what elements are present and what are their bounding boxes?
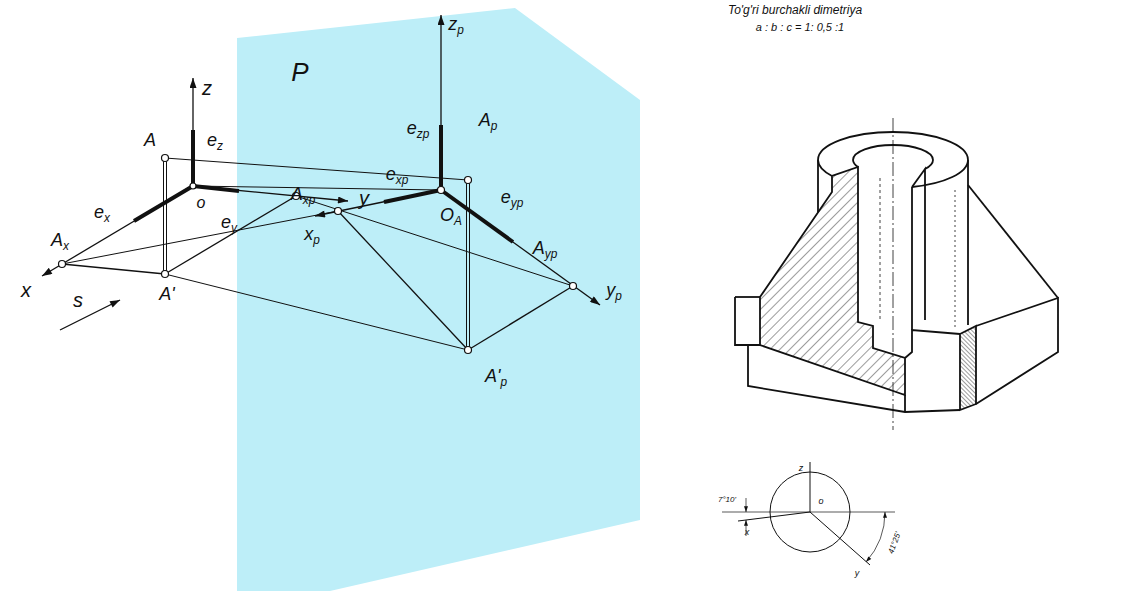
axis-name: x	[745, 528, 750, 537]
letter: x	[304, 224, 313, 244]
letter: y	[606, 280, 615, 300]
axes-original	[42, 78, 348, 330]
point-name: A	[144, 131, 156, 149]
point-name: Ayp	[533, 239, 558, 257]
point-name: A'	[159, 285, 174, 303]
letter: e	[501, 187, 511, 207]
unit-vector: ey	[221, 213, 237, 231]
point-name: A'p	[485, 367, 507, 385]
subscript: p	[457, 23, 464, 37]
subscript: xp	[396, 173, 409, 187]
letter: A	[479, 110, 491, 130]
unit-vector: exp	[386, 165, 409, 183]
origin-name: o	[818, 497, 823, 506]
letter: e	[407, 118, 417, 138]
letter: e	[386, 164, 396, 184]
dimetric-part	[735, 118, 1058, 430]
angle-dimension: 7°10'	[718, 496, 736, 504]
dimetric-axes-scheme	[722, 462, 895, 565]
unit-vector: eyp	[501, 188, 524, 206]
letter: z	[448, 14, 457, 34]
axis-name: zp	[448, 15, 464, 33]
unit-vector: ez	[207, 131, 223, 149]
axis-name: z	[799, 464, 804, 473]
subscript: z	[217, 139, 223, 153]
subscript: xp	[303, 193, 316, 207]
subscript: p	[500, 375, 507, 389]
axes-projected	[315, 15, 600, 350]
subscript: zp	[417, 127, 430, 141]
subscript: yp	[511, 196, 524, 210]
axis-name: y	[855, 569, 860, 578]
axis-name: y	[359, 188, 369, 208]
subscript: p	[313, 233, 320, 247]
unit-vector: ezp	[407, 119, 430, 137]
subscript: A	[454, 214, 462, 228]
origin-name: o	[197, 195, 206, 211]
axis-name: yp	[606, 281, 622, 299]
drawing-title: To'g'ri burchakli dimetriya	[728, 4, 862, 16]
subscript: yp	[545, 247, 558, 261]
direction-name: s	[73, 290, 83, 310]
point-marks	[59, 155, 577, 354]
letter: A	[51, 230, 63, 250]
letter: e	[207, 130, 217, 150]
ratio-note: a : b : c = 1: 0,5 :1	[756, 22, 844, 33]
subscript: x	[63, 239, 69, 253]
angle-dimension: 41°25'	[887, 531, 902, 555]
axis-name: xp	[304, 225, 320, 243]
origin-name: OA	[440, 206, 462, 224]
letter: A	[291, 184, 303, 204]
subscript: p	[615, 289, 622, 303]
axis-name: z	[202, 78, 212, 98]
plane-name: P	[291, 59, 308, 85]
letter: e	[221, 212, 231, 232]
point-name: Ax	[51, 231, 69, 249]
projection-plane	[237, 8, 640, 591]
subscript: y	[231, 221, 237, 235]
unit-vector: ex	[94, 203, 110, 221]
subscript: x	[104, 211, 110, 225]
letter: A	[533, 238, 545, 258]
point-name: Axp	[291, 185, 316, 203]
letter: O	[440, 205, 454, 225]
letter: A'	[485, 366, 500, 386]
axis-name: x	[21, 280, 31, 300]
projection-rays	[62, 158, 573, 350]
subscript: p	[491, 119, 498, 133]
letter: e	[94, 202, 104, 222]
point-name: Ap	[479, 111, 498, 129]
